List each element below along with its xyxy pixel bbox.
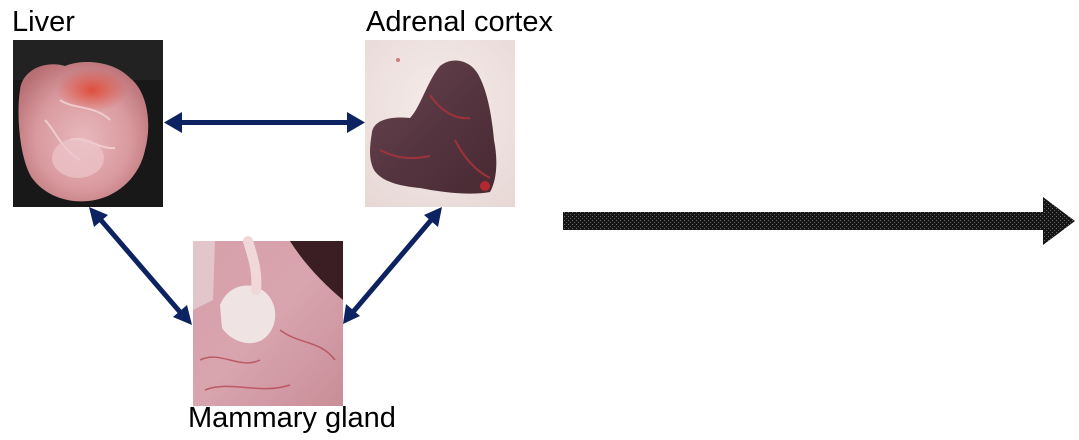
mammary-gland-photo: [193, 241, 343, 406]
adrenal-mammary-double-arrow: [343, 207, 442, 324]
liver-adrenal-double-arrow: [164, 112, 365, 133]
adrenal-cortex-photo: [365, 40, 515, 207]
liver-photo: [13, 40, 163, 207]
liver-mammary-double-arrow: [89, 207, 192, 325]
flow-right-arrow: [563, 197, 1075, 245]
